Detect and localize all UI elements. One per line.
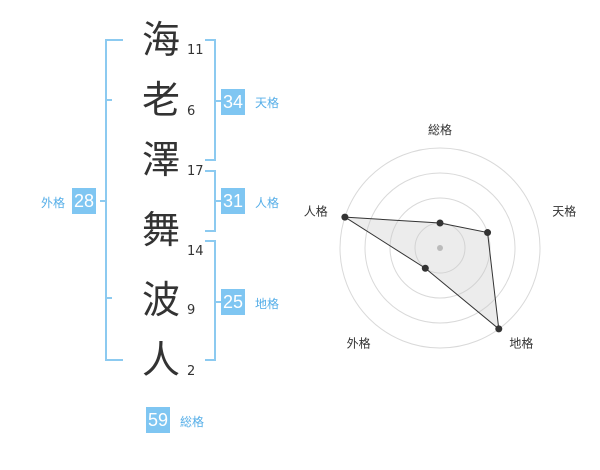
soukaku-value: 59 — [146, 407, 171, 433]
stroke-count-1: 11 — [187, 43, 204, 58]
radar-grid-circle — [339, 147, 541, 349]
radar-point-5 — [341, 213, 349, 221]
tenkaku-label: 天格 — [255, 96, 280, 110]
name-char-4: 舞 — [141, 208, 180, 252]
name-char-6: 人 — [141, 338, 180, 382]
radar-axis-label-5: 人格 — [304, 204, 328, 219]
radar-point-1 — [436, 219, 444, 227]
stroke-count-3: 17 — [187, 164, 204, 179]
soukaku-label: 総格 — [180, 415, 205, 429]
chikaku-value: 25 — [221, 289, 246, 315]
stroke-count-5: 9 — [187, 303, 196, 318]
jinkaku-label: 人格 — [255, 196, 280, 210]
stroke-count-6: 2 — [187, 364, 196, 379]
stroke-count-4: 14 — [187, 244, 204, 259]
radar-point-4 — [421, 264, 429, 272]
radar-data-polygon — [344, 216, 500, 331]
name-char-3: 澤 — [141, 138, 180, 182]
chikaku-label: 地格 — [255, 297, 280, 311]
jinkaku-value: 31 — [221, 188, 246, 214]
radar-axis-label-2: 天格 — [552, 204, 576, 219]
radar-grid-circle — [364, 172, 516, 324]
tenkaku-value: 34 — [221, 89, 246, 115]
name-char-1: 海 — [141, 18, 180, 62]
radar-point-2 — [484, 229, 492, 237]
radar-axis-label-3: 地格 — [509, 335, 533, 350]
radar-axis-label-1: 総格 — [428, 122, 452, 137]
name-char-2: 老 — [141, 78, 180, 122]
chikaku-bracket — [205, 240, 216, 361]
radar-axis-label-4: 外格 — [347, 335, 371, 350]
radar-point-3 — [495, 325, 503, 333]
gaikaku-value: 28 — [72, 188, 97, 214]
gaikaku-label: 外格 — [41, 196, 66, 210]
name-char-5: 波 — [141, 278, 180, 322]
stroke-count-2: 6 — [187, 104, 196, 119]
radar-center-point — [437, 245, 443, 251]
radar-grid-circle — [389, 197, 491, 299]
